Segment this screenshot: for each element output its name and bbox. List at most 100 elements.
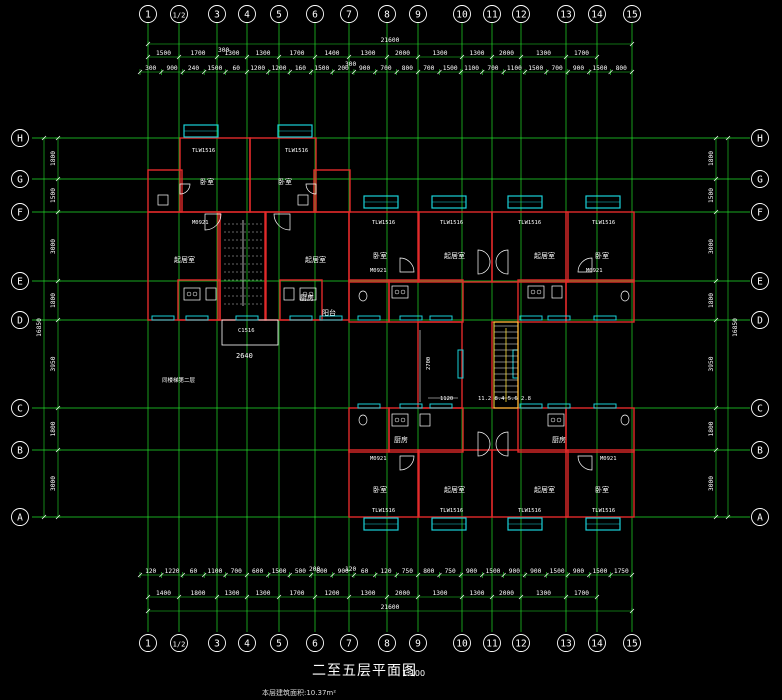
wall — [491, 449, 569, 518]
dim-top-detail-text: 1200 — [272, 65, 287, 72]
dim-left-seg-tick — [55, 317, 61, 323]
wall — [147, 169, 183, 213]
dim-left-seg-text: 1800 — [50, 151, 57, 166]
door-tag: M0921 — [192, 220, 209, 226]
axis-bubble-bottom-circle — [623, 634, 641, 652]
room-label-living: 起居室 — [174, 255, 195, 264]
wall — [417, 449, 493, 518]
axis-bubble-top-label: 12 — [515, 9, 526, 20]
dim-bottom-detail-tick — [480, 572, 485, 578]
window-strip — [519, 403, 543, 409]
dim-bottom-detail-tick — [586, 572, 592, 578]
axis-bubble-top-circle — [306, 5, 324, 23]
dim-right-seg-tick — [713, 405, 719, 411]
door-swing — [577, 257, 593, 273]
axis-bubble-bottom-label: 13 — [560, 638, 571, 649]
axis-bubble-top-label: 11 — [486, 9, 498, 20]
dim-bottom-detail-text: 750 — [402, 568, 413, 575]
dim-right-seg-tick — [713, 176, 719, 182]
window-strip — [357, 315, 381, 321]
dim-bottom-bays-text: 1300 — [256, 590, 271, 597]
axis-bubble-top-circle — [557, 5, 575, 23]
axis-bubble-left-circle — [11, 311, 29, 329]
window-strip — [429, 403, 453, 409]
dim-bottom-bays-tick — [214, 594, 220, 600]
axis-bubble-right-label: G — [757, 174, 763, 185]
burner — [394, 417, 400, 423]
door-swing — [179, 183, 191, 195]
burner — [550, 417, 556, 423]
window-tag: TLW1516 — [440, 220, 463, 226]
door-swing — [204, 213, 222, 231]
burner — [186, 291, 192, 297]
axis-bubble-right-circle — [751, 508, 769, 526]
dim-top-detail-tick — [287, 69, 292, 75]
door-swing — [495, 249, 509, 275]
dim-right-seg-text: 1500 — [708, 188, 715, 203]
dim-bottom-total-text: 21600 — [381, 604, 400, 611]
axis-bubble-bottom-circle — [378, 634, 396, 652]
dim-bottom-bays-tick — [312, 594, 318, 600]
dim-bottom-bays-tick — [594, 594, 600, 600]
dim-bottom-detail-text: 1220 — [165, 568, 180, 575]
dim-bottom-bays-text: 1700 — [290, 590, 305, 597]
dim-top-detail-text: 900 — [359, 65, 370, 72]
dim-top-bays-text: 1500 — [156, 50, 171, 57]
window-tag: TLW1516 — [372, 220, 395, 226]
dim-top-detail-tick — [608, 69, 613, 75]
dim-right-seg-tick — [713, 514, 719, 520]
dim-top-bays-tick — [312, 54, 318, 60]
dim-top-bays-text: 1300 — [361, 50, 376, 57]
dim-top-detail-tick — [159, 69, 164, 75]
axis-bubble-top-circle — [208, 5, 226, 23]
dim-bottom-detail-tick — [287, 572, 292, 578]
dim-bottom-detail-tick — [629, 572, 635, 578]
dim-bottom-detail-tick — [565, 572, 571, 578]
axis-bubble-left-label: H — [17, 133, 23, 144]
dim-top-detail-text: 1100 — [507, 65, 522, 72]
dim-bottom-mid: 120 — [345, 566, 356, 573]
axis-bubble-bottom-label: 3 — [214, 638, 220, 649]
window-tag: TLW1516 — [372, 508, 395, 514]
dim-right-total-tick — [725, 514, 731, 520]
dim-bottom-detail-tick — [223, 572, 228, 578]
toilet-box — [157, 194, 169, 206]
axis-bubble-bottom-circle — [409, 634, 427, 652]
room-label-kitchen: 厨房 — [300, 293, 314, 302]
stair-span: 2640 — [236, 352, 253, 360]
dim-left-total-tick — [41, 514, 47, 520]
dim-top-detail-text: 700 — [487, 65, 498, 72]
dim-bottom-bays-tick — [346, 594, 352, 600]
room-label-bedroom: 卧室 — [373, 251, 387, 260]
axis-bubble-bottom-label: 5 — [276, 638, 282, 649]
axis-bubble-top-circle — [453, 5, 471, 23]
dim-bottom-detail-text: 60 — [361, 568, 369, 575]
dim-bottom-detail-tick — [437, 572, 442, 578]
dim-bottom-detail-text: 120 — [380, 568, 391, 575]
dim-left-seg-text: 3000 — [50, 476, 57, 491]
axis-bubble-bottom-circle — [238, 634, 256, 652]
wall — [348, 449, 420, 518]
dim-left-seg-tick — [55, 278, 61, 284]
axis-bubble-bottom-circle — [208, 634, 226, 652]
axis-bubble-right-circle — [751, 129, 769, 147]
dim-bottom-bays-text: 1300 — [433, 590, 448, 597]
axis-bubble-top-circle — [378, 5, 396, 23]
axis-bubble-right-circle — [751, 399, 769, 417]
dim-top-bays-tick — [563, 54, 569, 60]
dim-top-detail-text: 700 — [552, 65, 563, 72]
room-label-bedroom: 卧室 — [200, 177, 214, 186]
axis-bubble-bottom-label: 6 — [312, 638, 318, 649]
axis-bubble-bottom-circle — [512, 634, 530, 652]
dim-top-detail-tick — [586, 69, 592, 75]
dim-top-bays-text: 2000 — [499, 50, 514, 57]
axis-bubble-top-label: 4 — [244, 9, 250, 20]
dim-top-bays-text: 1700 — [191, 50, 206, 57]
dim-bottom-bays-text: 1800 — [191, 590, 206, 597]
dim-bottom-detail-text: 1500 — [592, 568, 607, 575]
dim-bottom-detail-tick — [608, 572, 613, 578]
dim-bottom-bays-tick — [415, 594, 421, 600]
axis-bubble-bottom-label: 4 — [244, 638, 250, 649]
dim-top-detail-tick — [373, 69, 378, 75]
window-strip — [289, 315, 313, 321]
